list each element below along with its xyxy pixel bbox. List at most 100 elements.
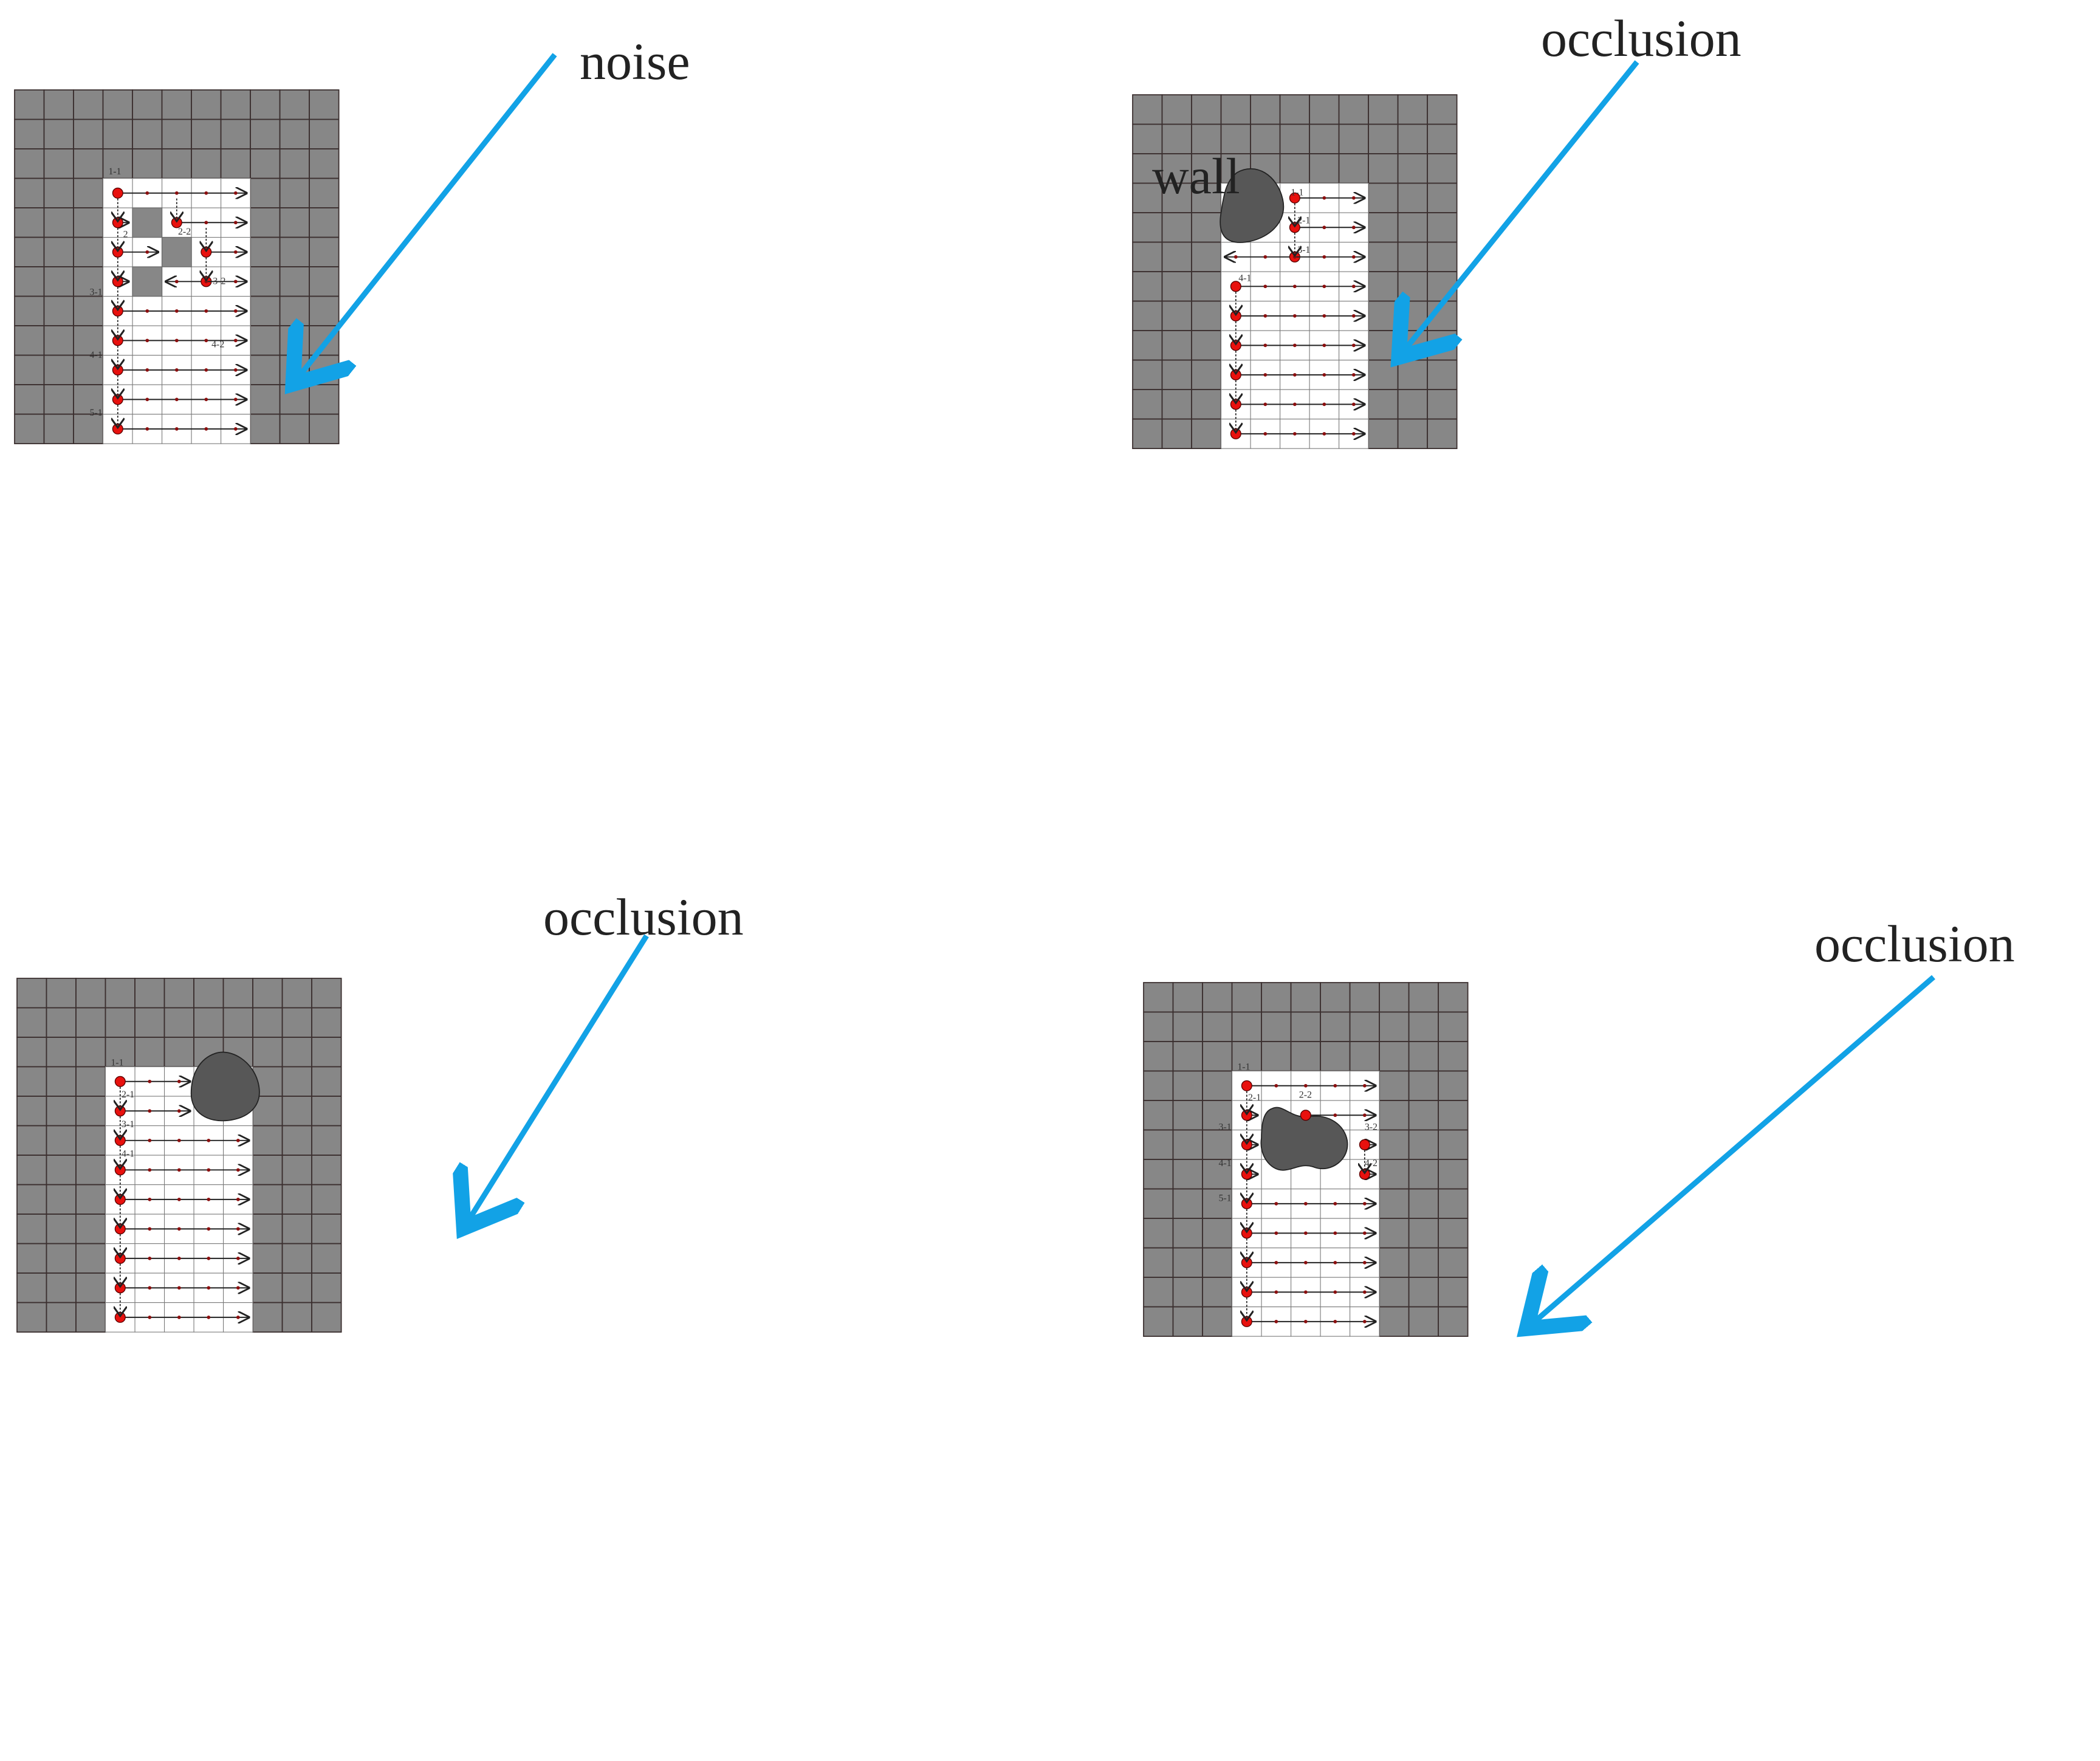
wall-cell: [46, 978, 77, 1009]
path-dot: [177, 1079, 181, 1083]
occlusion-label: occlusion: [1541, 9, 1741, 67]
wall-cell: [1338, 123, 1369, 154]
path-dot: [233, 397, 238, 402]
wall-cell: [73, 207, 104, 238]
wall-cell: [43, 413, 74, 445]
start-point: [1241, 1110, 1252, 1121]
path-dot: [177, 1286, 181, 1290]
wall-cell: [1427, 418, 1458, 450]
wall-cell: [1231, 1011, 1262, 1042]
wall-cell: [1172, 1218, 1203, 1249]
wall-cell: [220, 118, 251, 149]
path-dot: [1322, 343, 1326, 348]
wall-cell: [279, 413, 310, 445]
path-dot: [1351, 372, 1356, 377]
wall-cell: [1320, 982, 1351, 1013]
wall-cell: [1427, 182, 1458, 213]
wall-cell: [1161, 300, 1192, 331]
wall-cell: [1250, 123, 1281, 154]
wall-cell: [1261, 982, 1292, 1013]
path-dot: [233, 427, 238, 431]
wall-cell: [1397, 330, 1428, 361]
path-dot: [145, 427, 149, 431]
start-point: [112, 246, 123, 258]
path-dot: [148, 1168, 152, 1172]
wall-cell: [279, 236, 310, 267]
path-dot: [207, 1168, 211, 1172]
wall-cell: [1427, 153, 1458, 184]
wall-cell: [1438, 1306, 1469, 1337]
path-dot: [1303, 1319, 1308, 1323]
start-point: [114, 1282, 126, 1294]
start-point: [1230, 428, 1241, 439]
wall-cell: [16, 978, 47, 1009]
wall-cell: [105, 1007, 136, 1038]
wall-cell: [1172, 1247, 1203, 1278]
wall-cell: [105, 1037, 136, 1068]
wall-cell: [193, 1007, 224, 1038]
wall-cell: [134, 1037, 165, 1068]
wall-cell: [1172, 1100, 1203, 1131]
wall-cell: [46, 1037, 77, 1068]
path-dot: [1322, 255, 1326, 259]
path-dot: [145, 250, 149, 254]
wall-cell: [220, 89, 251, 120]
wall-cell: [1132, 212, 1163, 243]
wall-cell: [1172, 1188, 1203, 1219]
wall-cell: [311, 1272, 342, 1303]
wall-cell: [311, 1037, 342, 1068]
start-label: 4-1: [1238, 273, 1251, 283]
start-label: 4-2: [211, 339, 224, 349]
wall-cell: [1132, 389, 1163, 420]
path-dot: [236, 1256, 240, 1260]
wall-cell: [250, 177, 281, 208]
wall-cell: [1320, 1011, 1351, 1042]
wall-cell: [1320, 1041, 1351, 1072]
wall-cell: [222, 1007, 253, 1038]
wall-cell: [1191, 389, 1222, 420]
wall-cell: [1379, 1070, 1410, 1101]
start-point: [1230, 369, 1241, 380]
wall-cell: [311, 1066, 342, 1097]
wall-cell: [311, 1213, 342, 1244]
wall-cell: [250, 118, 281, 149]
wall-cell: [1231, 982, 1262, 1013]
wall-cell: [250, 89, 281, 120]
wall-cell: [279, 89, 310, 120]
wall-cell: [14, 177, 45, 208]
path-dot: [1303, 1083, 1308, 1088]
path-dot: [233, 309, 238, 313]
path-dot: [1333, 1231, 1337, 1235]
wall-cell: [1408, 1070, 1439, 1101]
start-label: 4-1: [1218, 1158, 1231, 1169]
wall-cell: [1368, 212, 1399, 243]
wall-cell: [250, 266, 281, 297]
wall-cell: [1172, 1129, 1203, 1160]
wall-cell: [1161, 389, 1192, 420]
wall-cell: [281, 1302, 312, 1333]
wall-label: wall: [1152, 148, 1240, 205]
wall-cell: [1368, 271, 1399, 302]
wall-cell: [75, 1037, 106, 1068]
wall-cell: [309, 413, 340, 445]
wall-cell: [1427, 241, 1458, 272]
wall-cell: [75, 1272, 106, 1303]
path-dot: [204, 368, 208, 372]
wall-cell: [1132, 300, 1163, 331]
path-dot: [204, 427, 208, 431]
wall-cell: [134, 978, 165, 1009]
wall-cell: [281, 1037, 312, 1068]
wall-cell: [1261, 1041, 1292, 1072]
path-dot: [148, 1315, 152, 1319]
start-label: 5-1: [1218, 1193, 1231, 1203]
start-point: [112, 394, 123, 405]
wall-cell: [102, 118, 133, 149]
wall-cell: [75, 1184, 106, 1215]
noise-cell: [132, 266, 163, 297]
path-dot: [233, 338, 238, 343]
coverage-paths: [1241, 1080, 1375, 1327]
wall-cell: [1161, 330, 1192, 361]
path-dot: [1303, 1231, 1308, 1235]
